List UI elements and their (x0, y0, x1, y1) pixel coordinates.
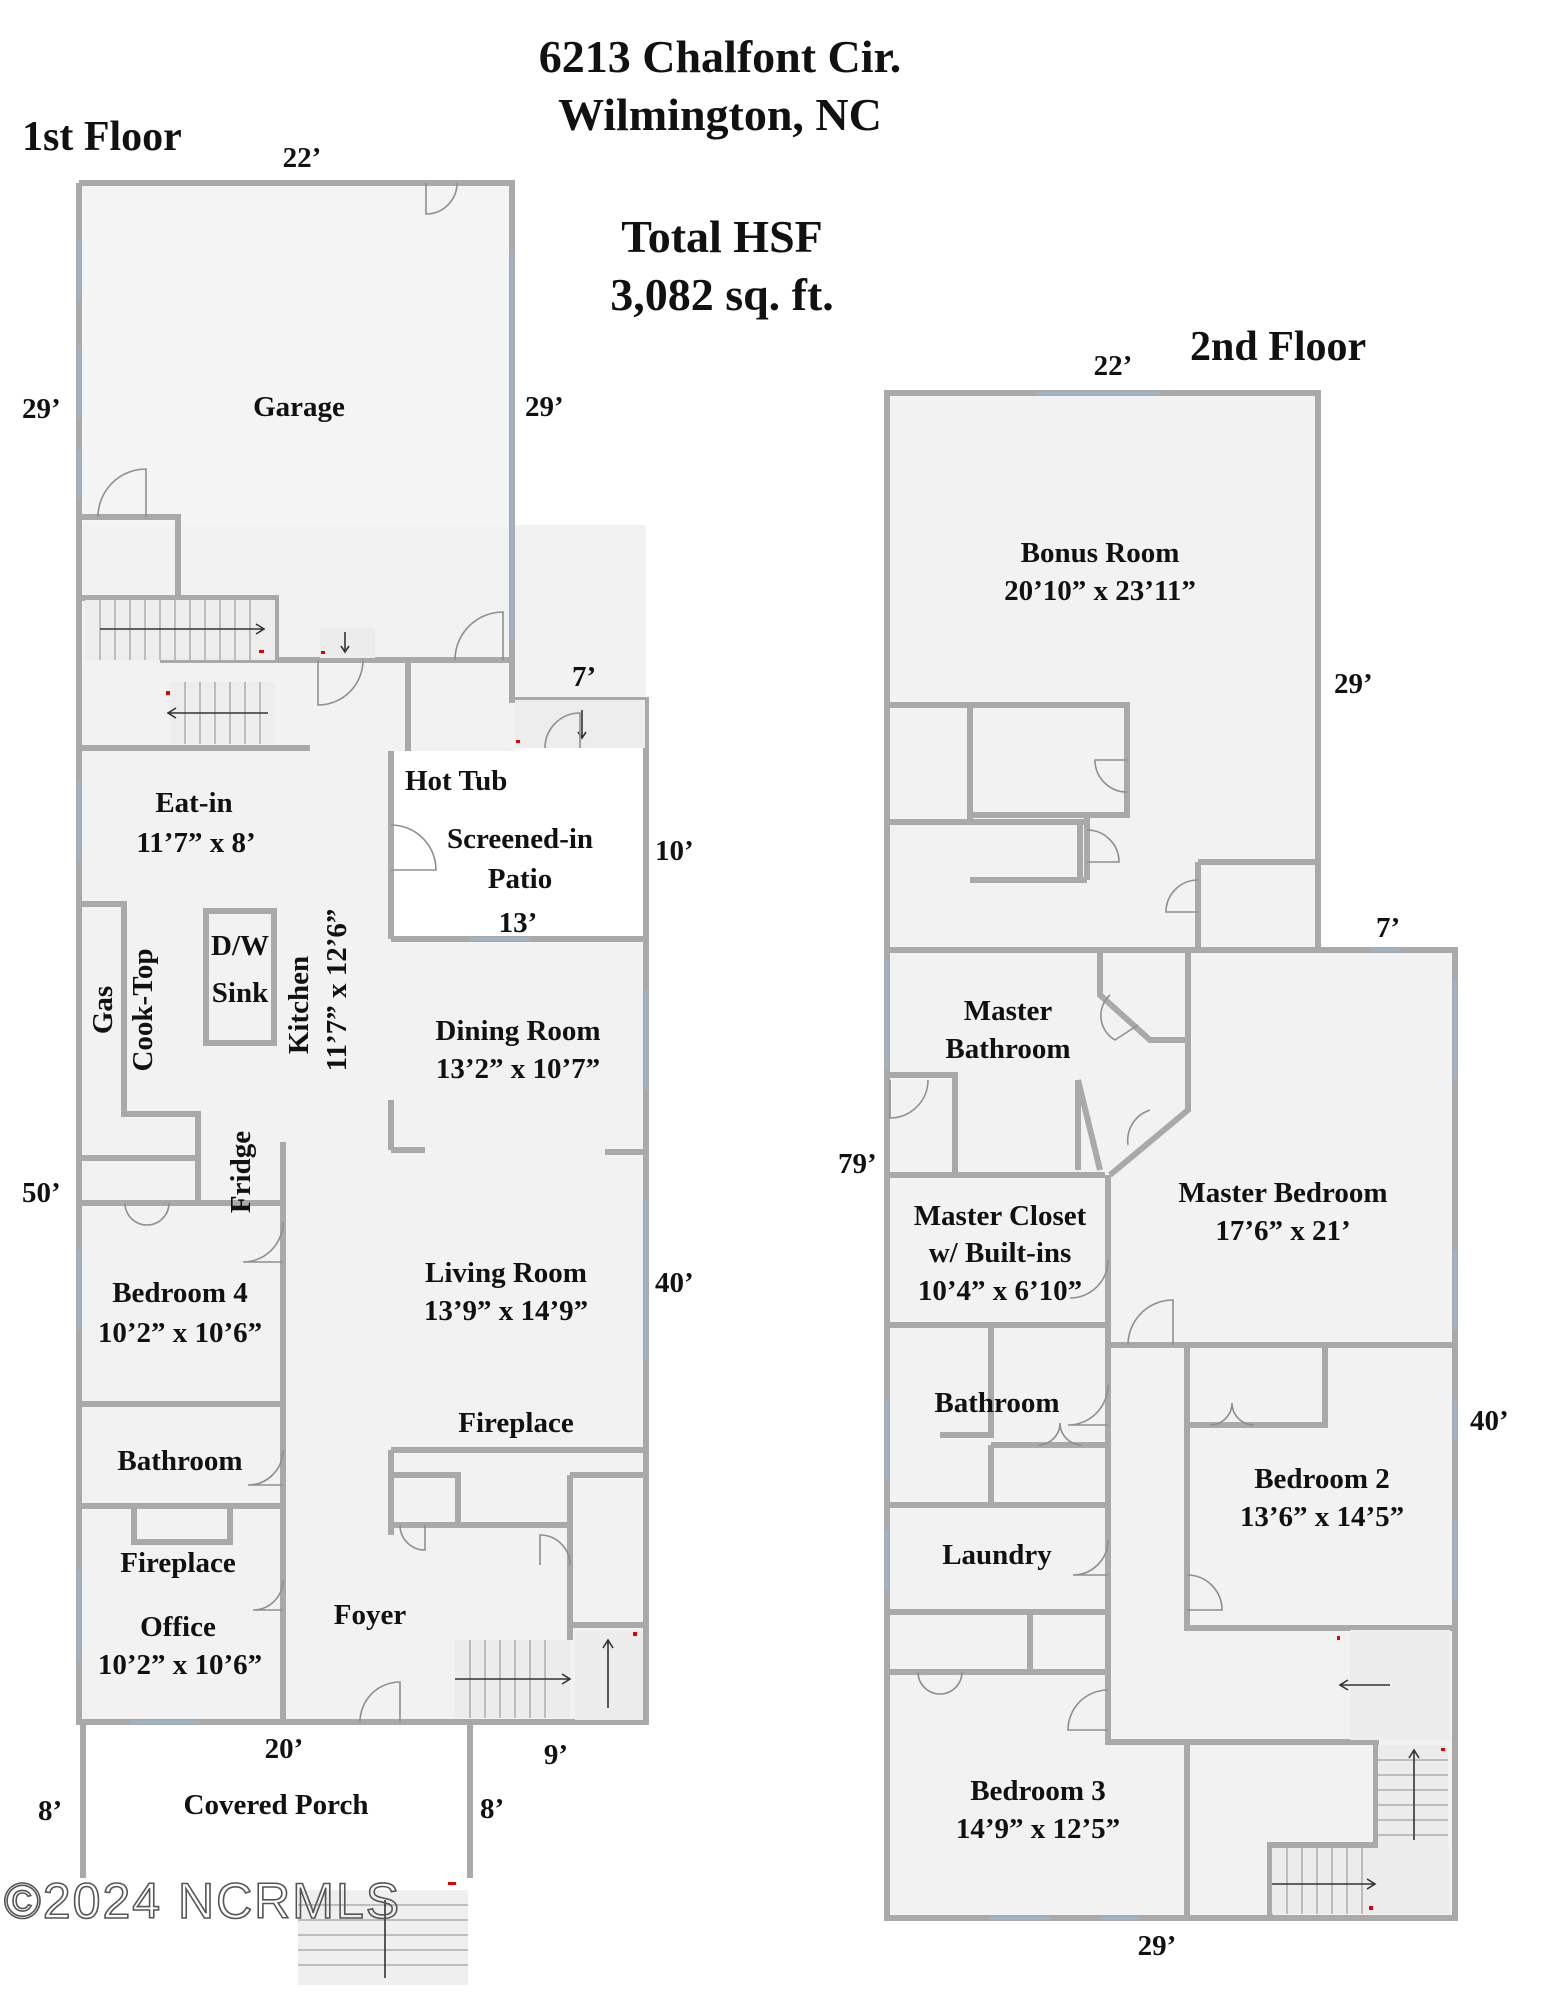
dim-left-mid: 50’ (22, 1177, 61, 1209)
floor2-dimensions: 22’ 29’ 7’ 79’ 40’ 29’ (838, 350, 1509, 1962)
stair-garage-upper (85, 600, 275, 660)
room-closet-size: 10’4” x 6’10” (918, 1275, 1082, 1307)
dim-top: 22’ (283, 142, 322, 174)
room-closet-1: Master Closet (914, 1200, 1087, 1232)
room-dw: D/W (211, 930, 269, 962)
room-patio-2: Patio (488, 863, 552, 895)
room-bed2: Bedroom 2 (1254, 1463, 1390, 1495)
dim-right-upper: 29’ (525, 391, 564, 423)
room-laundry: Laundry (942, 1539, 1052, 1571)
second-floor (884, 390, 1458, 1921)
room-eat-in-size: 11’7” x 8’ (136, 827, 255, 859)
room-eat-in: Eat-in (155, 787, 232, 819)
stair-second-bottom (1272, 1848, 1450, 1914)
dim-patio-right: 10’ (655, 835, 694, 867)
room-bathroom: Bathroom (117, 1445, 242, 1477)
floor1-dimensions: 22’ 29’ 29’ 7’ 10’ 13’ 50’ 40’ 20’ 9’ 8’… (22, 142, 694, 1827)
floor1-rooms: Garage Eat-in 11’7” x 8’ Hot Tub Screene… (87, 391, 601, 1821)
room-kitchen: Kitchen (283, 956, 315, 1054)
dim2-right-upper: 29’ (1334, 668, 1373, 700)
dim2-top: 22’ (1094, 350, 1133, 382)
stair-second-right (1378, 1745, 1448, 1855)
floor2-rooms: Bonus Room 20’10” x 23’11” Master Bathro… (914, 537, 1404, 1845)
room-bed3: Bedroom 3 (970, 1775, 1106, 1807)
stair-second-upper (1337, 1630, 1450, 1740)
room-foyer: Foyer (334, 1599, 407, 1631)
room-closet-2: w/ Built-ins (929, 1237, 1072, 1269)
room-porch: Covered Porch (184, 1789, 369, 1821)
room-dining-size: 13’2” x 10’7” (436, 1053, 600, 1085)
address-line2: Wilmington, NC (558, 89, 882, 140)
dim-bottom-right: 9’ (544, 1739, 568, 1771)
room-master-bed-size: 17’6” x 21’ (1215, 1215, 1350, 1247)
room-hot-tub: Hot Tub (405, 765, 507, 797)
stair-foyer (455, 1630, 643, 1720)
dim-porch-left: 8’ (38, 1795, 62, 1827)
stair-porch (298, 1882, 468, 1985)
room-living: Living Room (425, 1257, 587, 1289)
room-kitchen-size: 11’7” x 12’6” (321, 909, 353, 1072)
dim-left-upper: 29’ (22, 393, 61, 425)
room-fireplace-living: Fireplace (458, 1407, 574, 1439)
watermark: ©2024 NCRMLS (4, 1873, 401, 1929)
dim-patio-bottom: 13’ (499, 907, 538, 939)
dim-stair-right: 7’ (572, 661, 596, 693)
dim-bottom: 20’ (265, 1733, 304, 1765)
room-fireplace-office: Fireplace (120, 1547, 236, 1579)
stair-landing-small (320, 628, 375, 658)
floor1-label: 1st Floor (22, 114, 182, 160)
room-garage: Garage (253, 391, 345, 423)
dim2-step: 7’ (1376, 912, 1400, 944)
room-bed4-size: 10’2” x 10’6” (98, 1317, 262, 1349)
dim2-bottom: 29’ (1138, 1930, 1177, 1962)
room-gas: Gas (87, 986, 119, 1034)
first-floor (76, 180, 649, 1985)
room-patio-1: Screened-in (447, 823, 593, 855)
room-master-bath-1: Master (964, 995, 1053, 1027)
dim-right-mid: 40’ (655, 1267, 694, 1299)
room-cooktop: Cook-Top (127, 948, 159, 1071)
dim-porch-right: 8’ (480, 1793, 504, 1825)
total-label: Total HSF (621, 211, 823, 262)
total-value: 3,082 sq. ft. (610, 269, 834, 320)
room-office: Office (140, 1611, 216, 1643)
room-bed3-size: 14’9” x 12’5” (956, 1813, 1120, 1845)
room-office-size: 10’2” x 10’6” (98, 1649, 262, 1681)
room-bathroom-2: Bathroom (934, 1387, 1059, 1419)
room-bonus-size: 20’10” x 23’11” (1004, 575, 1196, 607)
address-line1: 6213 Chalfont Cir. (539, 31, 902, 82)
room-bed4: Bedroom 4 (112, 1277, 248, 1309)
room-living-size: 13’9” x 14’9” (424, 1295, 588, 1327)
room-dining: Dining Room (435, 1015, 600, 1047)
dim2-right-lower: 40’ (1470, 1405, 1509, 1437)
room-fridge: Fridge (225, 1131, 257, 1213)
header: 6213 Chalfont Cir. Wilmington, NC Total … (539, 31, 902, 320)
floor2-label: 2nd Floor (1190, 324, 1366, 370)
room-bonus: Bonus Room (1021, 537, 1180, 569)
room-sink: Sink (212, 977, 269, 1009)
room-bed2-size: 13’6” x 14’5” (1240, 1501, 1404, 1533)
room-master-bath-2: Bathroom (945, 1033, 1070, 1065)
dim2-left: 79’ (838, 1148, 877, 1180)
room-master-bed: Master Bedroom (1178, 1177, 1387, 1209)
stair-garage-lower (166, 682, 275, 744)
